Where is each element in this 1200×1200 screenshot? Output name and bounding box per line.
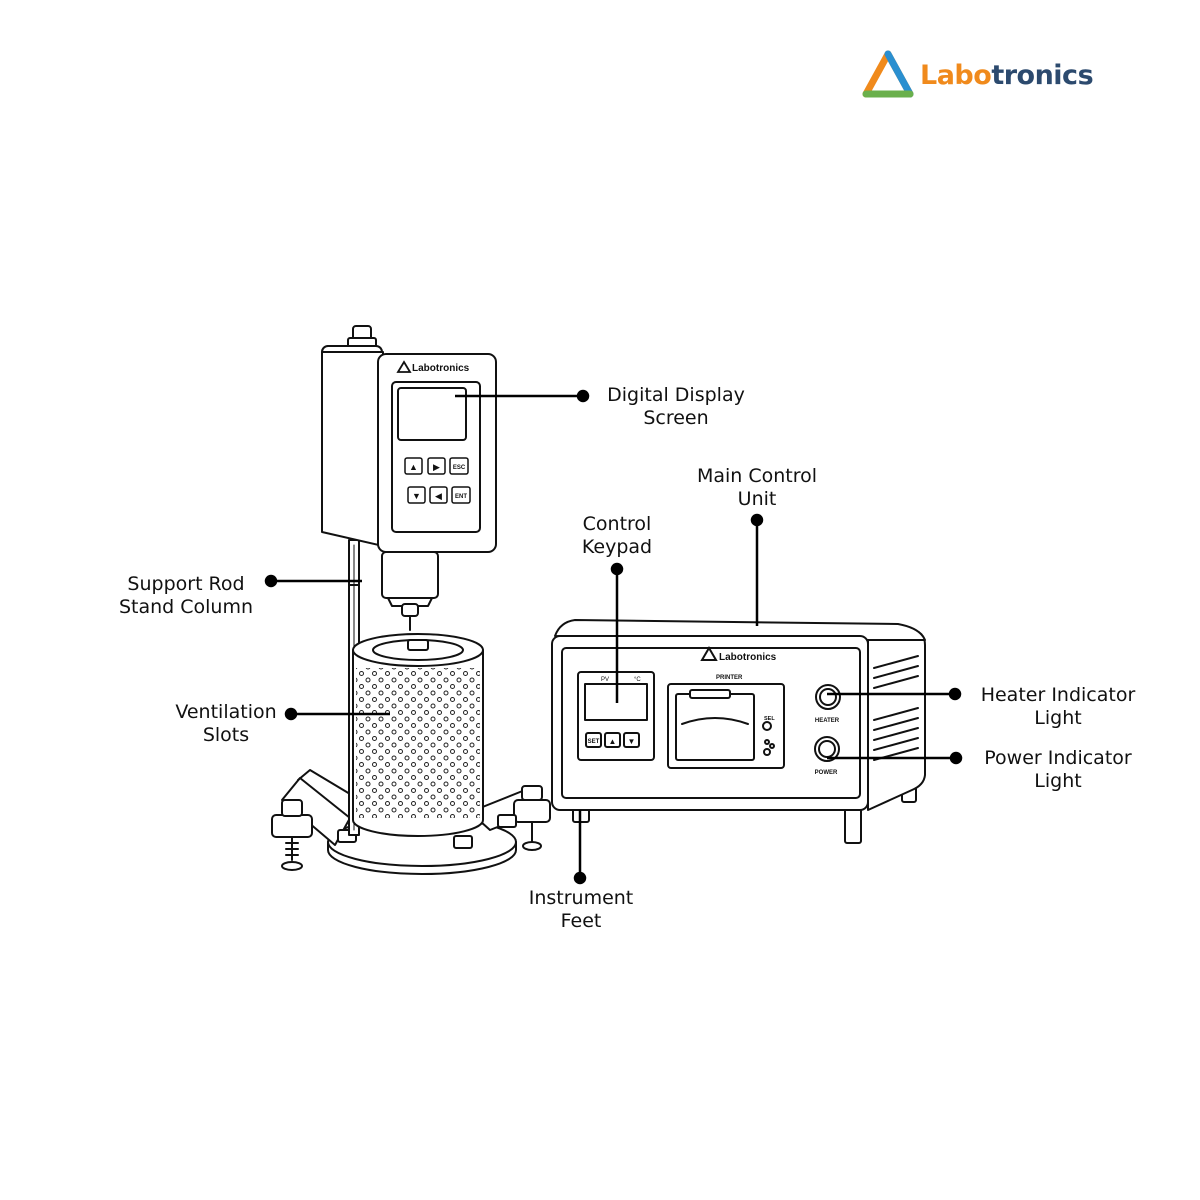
keypad-leader-dot [610,562,624,576]
head-key-right: ▶ [433,462,440,472]
controller-pv-label: PV [601,677,609,683]
head-keypad [404,457,471,504]
head-brand-label: Labotronics [412,363,470,374]
sel-label: SEL [764,716,775,722]
head-key-up: ▲ [409,462,418,472]
unit-logo-icon [700,646,718,661]
heater-leader-dot [948,687,962,701]
brand-logo: Labotronics [862,50,1094,100]
head-key-esc: ESC [453,465,466,471]
head-key-down: ▼ [412,491,421,501]
printer-label: PRINTER [716,675,743,681]
ventilation-leader-dot [284,707,298,721]
unit-brand-label: Labotronics [719,652,777,663]
power-leader-dot [949,751,963,765]
callout-leaders [264,389,963,885]
head-logo-icon [396,360,412,373]
power-label: POWER [815,770,838,776]
head-key-ent: ENT [455,494,467,500]
display-leader-dot [576,389,590,403]
brand-triangle-icon [862,50,914,98]
heater-label: HEATER [815,718,840,724]
controller-unit-label: °C [634,677,641,683]
support-leader-dot [264,574,278,588]
main-control-unit [551,619,926,844]
controller-key-down: ▼ [628,737,636,746]
controller-key-up: ▲ [609,737,617,746]
main-unit-leader-dot [750,513,764,527]
brand-name: Labotronics [920,59,1094,91]
head-key-left: ◀ [435,491,442,501]
feet-leader-dot [573,871,587,885]
controller-key-set: SET [588,739,600,745]
heater-cylinder [352,633,484,837]
